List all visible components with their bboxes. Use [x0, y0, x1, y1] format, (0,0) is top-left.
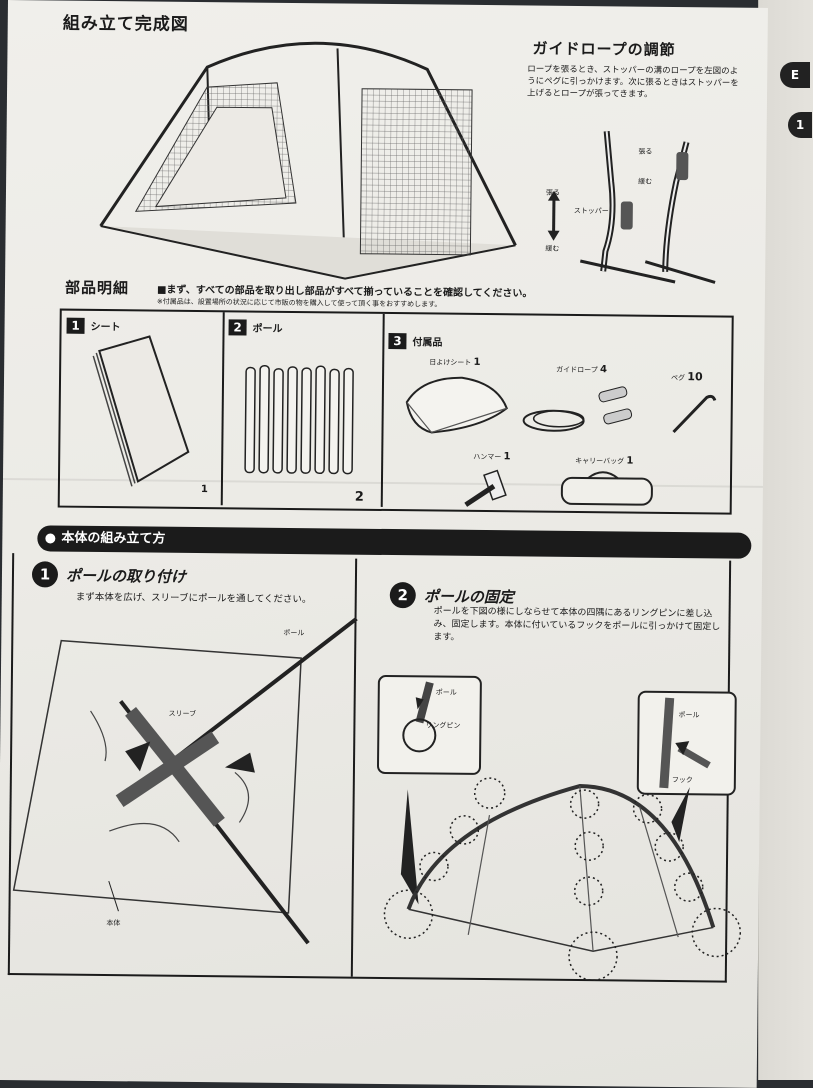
step2-label-ringpin: リングピン	[425, 720, 460, 730]
guy-rope-part-illustration	[513, 380, 644, 441]
bullet-icon	[45, 533, 55, 543]
guy-rope-text: ロープを張るとき、ストッパーの溝のロープを左図のようにペグに引っかけます。次に張…	[527, 63, 742, 101]
step1-label-pole: ポール	[283, 628, 304, 638]
step2-title: ポールの固定	[424, 587, 514, 606]
completed-tent-illustration	[95, 26, 528, 290]
poles-illustration	[241, 362, 362, 478]
carry-bag-illustration	[558, 468, 658, 509]
part-pole-header: 2 ポール	[229, 316, 283, 336]
accessory-sunshade: 日よけシート 1	[429, 356, 480, 368]
step1-number: 1	[32, 561, 58, 587]
parts-title: 部品明細	[65, 277, 129, 299]
step1-illustration	[8, 610, 352, 954]
step2-tent-illustration	[378, 764, 730, 983]
part-sheet-num: 1	[67, 318, 85, 334]
side-tab-e: E	[780, 62, 810, 88]
hammer-illustration	[458, 470, 518, 511]
step1-label-sleeve: スリーブ	[168, 709, 196, 719]
part-pole-num: 2	[229, 319, 247, 335]
accessory-guyrope: ガイドロープ 4	[556, 364, 607, 376]
label-loosen: 緩む	[545, 244, 559, 254]
step1-label-body: 本体	[106, 918, 120, 928]
step1-heading: 1 ポールの取り付け	[32, 561, 186, 589]
part-sheet-qty: 1	[201, 484, 208, 495]
step2-text: ポールを下図の様にしならせて本体の四隅にあるリングピンに差し込み、固定します。本…	[433, 605, 723, 647]
label-pull: 張る	[546, 188, 560, 198]
accessory-peg: ペグ 10	[671, 370, 703, 383]
step2-label-pole: ポール	[436, 688, 457, 698]
step1-title: ポールの取り付け	[66, 566, 186, 585]
part-accessory-header: 3 付属品	[388, 330, 442, 350]
accessory-hammer: ハンマー 1	[473, 451, 510, 462]
side-tab-1: 1	[788, 112, 812, 138]
label-stopper: ストッパー	[574, 206, 609, 216]
step1-text: まず本体を広げ、スリーブにポールを通してください。	[76, 589, 312, 605]
peg-illustration	[668, 392, 718, 438]
guy-rope-illustration	[535, 121, 737, 283]
part-pole-label: ポール	[253, 324, 283, 335]
instruction-sheet: 組み立て完成図 ガイドロープの調節 ロープを張るとき、ストッパーの溝のロープを左…	[0, 0, 768, 1088]
sunshade-illustration	[401, 372, 512, 443]
part-pole-qty: 2	[355, 490, 364, 505]
step2-number: 2	[390, 582, 416, 608]
step2-label-pole-2: ポール	[678, 710, 699, 720]
label-loosen-2: 緩む	[638, 177, 652, 187]
label-pull-2: 張る	[638, 147, 652, 157]
sheet-illustration	[88, 331, 200, 492]
part-accessory-num: 3	[388, 333, 406, 349]
guy-rope-title: ガイドロープの調節	[532, 37, 675, 59]
part-accessory-label: 付属品	[412, 337, 442, 348]
assembly-header: 本体の組み立て方	[61, 531, 165, 547]
accessory-carrybag: キャリーバッグ 1	[575, 455, 633, 467]
